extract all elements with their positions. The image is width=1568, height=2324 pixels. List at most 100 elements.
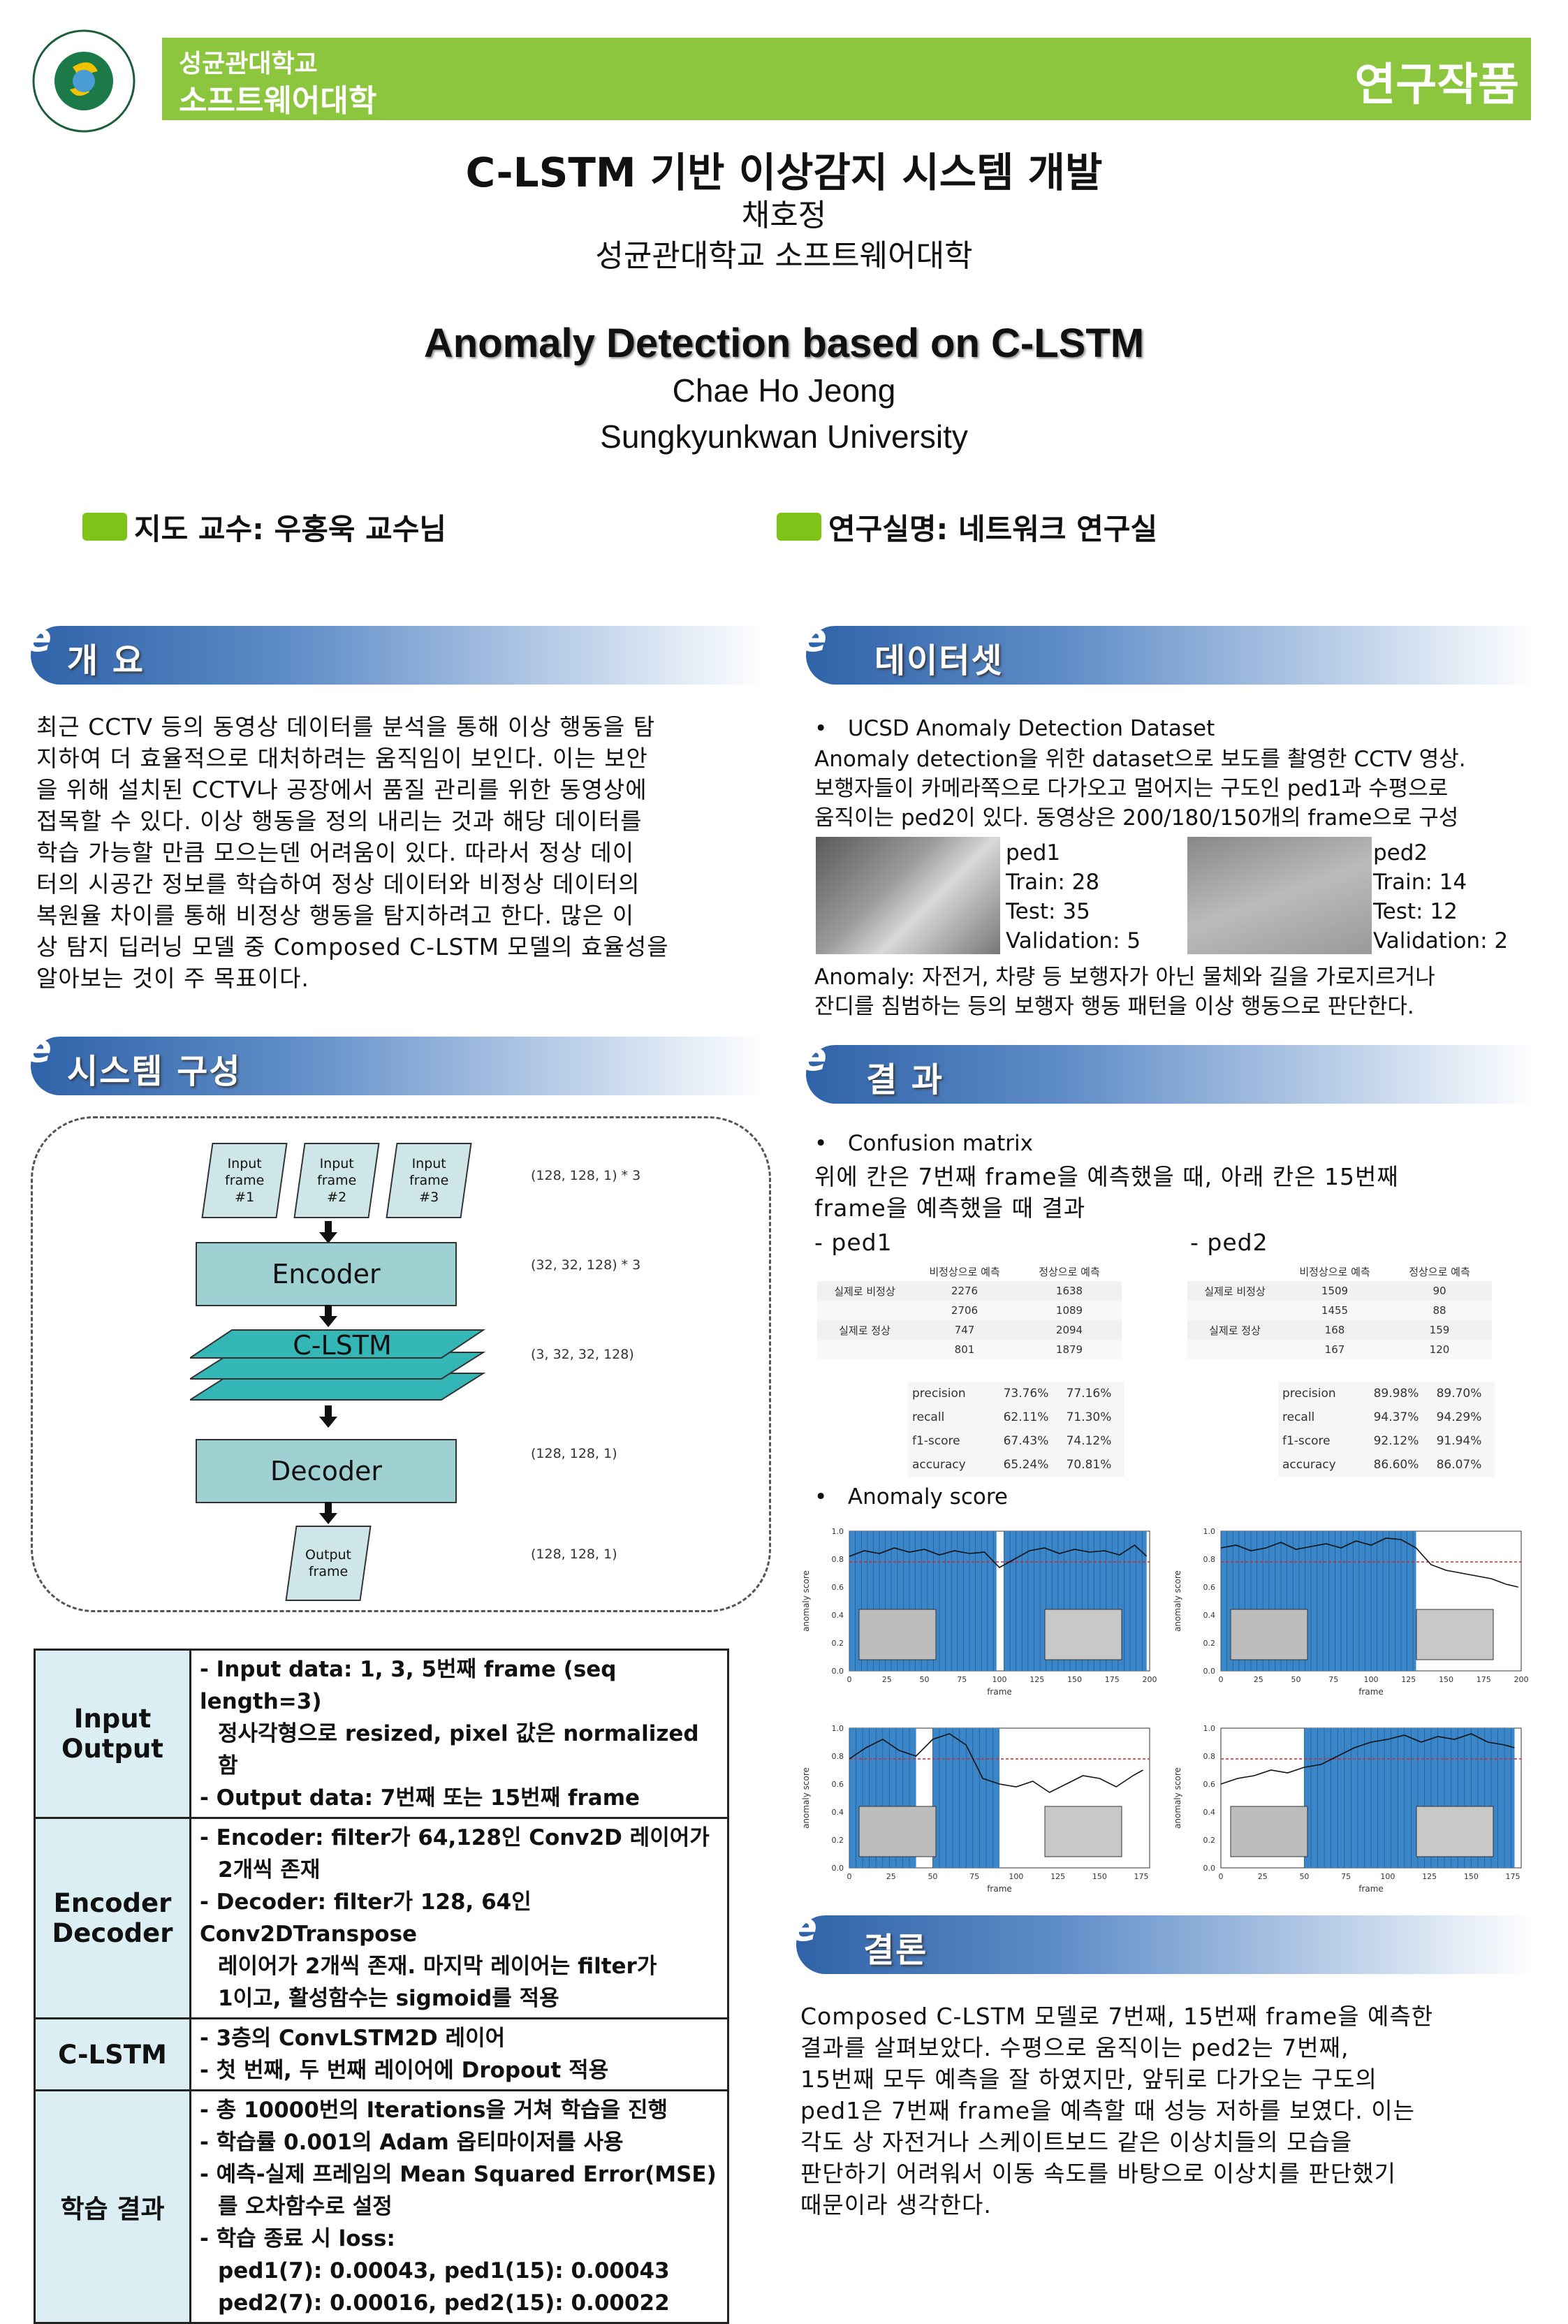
y-tick-label: 0.8 xyxy=(832,1752,844,1761)
metric-value: 94.29% xyxy=(1436,1410,1482,1424)
ped2-sample-image xyxy=(1187,837,1372,954)
matrix-header: 비정상으로 예측 xyxy=(1299,1265,1370,1278)
x-tick-label: 125 xyxy=(1030,1675,1044,1684)
affiliation-korean: 성균관대학교 소프트웨어대학 xyxy=(595,238,973,274)
metrics-row: accuracy 86.60% 86.07% xyxy=(1278,1453,1495,1477)
input-frame-3: Input frame #3 xyxy=(386,1143,472,1218)
conclusion-header xyxy=(796,1915,1537,1974)
results-title: 결 과 xyxy=(866,1060,944,1099)
matrix-header: 정상으로 예측 xyxy=(1039,1265,1100,1278)
lab-name: 연구실명: 네트워크 연구실 xyxy=(828,512,1158,546)
x-tick-label: 150 xyxy=(1067,1675,1082,1684)
metric-name: accuracy xyxy=(1282,1458,1336,1472)
matrix-value: 2706 xyxy=(951,1304,979,1317)
overview-text: 최근 CCTV 등의 동영상 데이터를 분석을 통해 이상 행동을 탐 지하여 … xyxy=(36,713,669,992)
matrix-value: 1638 xyxy=(1055,1285,1083,1297)
y-tick-label: 0.4 xyxy=(1203,1808,1216,1817)
metrics-row: recall 94.37% 94.29% xyxy=(1278,1405,1495,1429)
arrow xyxy=(325,1305,332,1317)
x-axis-label: frame xyxy=(1358,1687,1384,1697)
matrix-row: 실제로 비정상 2276 1638 xyxy=(817,1281,1122,1301)
metric-value: 86.60% xyxy=(1373,1458,1419,1472)
matrix-row-label: 실제로 비정상 xyxy=(834,1285,895,1298)
encoder-block: Encoder xyxy=(196,1242,457,1306)
y-tick-label: 0.4 xyxy=(832,1611,844,1620)
x-tick-label: 100 xyxy=(1009,1872,1023,1881)
arrow-head xyxy=(319,1316,337,1327)
metric-value: 73.76% xyxy=(1003,1387,1049,1401)
x-tick-label: 25 xyxy=(1258,1872,1268,1881)
decoder-block: Decoder xyxy=(196,1439,457,1503)
y-axis-label: anomaly score xyxy=(801,1767,811,1829)
metric-name: recall xyxy=(912,1410,945,1424)
x-tick-label: 50 xyxy=(1291,1675,1301,1684)
y-tick-label: 0.4 xyxy=(832,1808,844,1817)
metric-value: 86.07% xyxy=(1436,1458,1482,1472)
y-tick-label: 0.8 xyxy=(1203,1555,1216,1564)
matrix-value: 159 xyxy=(1429,1324,1450,1336)
x-tick-label: 150 xyxy=(1439,1675,1453,1684)
x-tick-label: 100 xyxy=(992,1675,1007,1684)
frame-thumbnail xyxy=(1044,1806,1122,1857)
metric-value: 94.37% xyxy=(1373,1410,1419,1424)
matrix-value: 1879 xyxy=(1055,1343,1083,1356)
matrix-value: 2276 xyxy=(951,1285,979,1297)
overview-header xyxy=(31,626,765,685)
overview-title: 개 요 xyxy=(67,641,145,680)
x-tick-label: 50 xyxy=(1299,1872,1309,1881)
y-tick-label: 0.0 xyxy=(1203,1667,1216,1676)
x-tick-label: 75 xyxy=(1341,1872,1351,1881)
shape-label: (32, 32, 128) * 3 xyxy=(531,1257,641,1273)
metric-value: 91.94% xyxy=(1436,1434,1482,1448)
x-tick-label: 125 xyxy=(1050,1872,1065,1881)
x-tick-label: 25 xyxy=(1254,1675,1263,1684)
results-bullet-score: • Anomaly score xyxy=(814,1484,1008,1510)
system-title: 시스템 구성 xyxy=(67,1052,242,1091)
x-axis-label: frame xyxy=(987,1884,1012,1894)
matrix-value: 2094 xyxy=(1055,1324,1083,1336)
advisor-marker xyxy=(82,513,127,541)
x-tick-label: 0 xyxy=(1219,1872,1224,1881)
metric-value: 89.70% xyxy=(1436,1387,1482,1401)
score-line xyxy=(849,1733,1143,1793)
metric-name: recall xyxy=(1282,1410,1315,1424)
matrix-value: 1455 xyxy=(1321,1304,1349,1317)
metric-value: 62.11% xyxy=(1003,1410,1049,1424)
y-tick-label: 1.0 xyxy=(1203,1527,1216,1536)
y-tick-label: 1.0 xyxy=(832,1724,844,1733)
x-tick-label: 0 xyxy=(1219,1675,1224,1684)
x-tick-label: 200 xyxy=(1514,1675,1529,1684)
x-tick-label: 75 xyxy=(957,1675,967,1684)
y-tick-label: 0.0 xyxy=(832,1864,844,1873)
university-logo xyxy=(31,28,137,134)
arrow-head xyxy=(319,1417,337,1428)
title-english: Anomaly Detection based on C-LSTM xyxy=(423,321,1145,366)
author-korean: 채호정 xyxy=(741,198,827,233)
y-axis-label: anomaly score xyxy=(801,1570,811,1632)
anomaly-definition: Anomaly: 자전거, 차량 등 보행자가 아닌 물체와 길을 가로지르거나… xyxy=(814,965,1435,1019)
dataset-bullet: • UCSD Anomaly Detection Dataset xyxy=(814,716,1215,741)
y-tick-label: 0.8 xyxy=(832,1555,844,1564)
header-badge: 연구작품 xyxy=(1354,59,1519,111)
arrow xyxy=(325,1405,332,1418)
matrix-value: 168 xyxy=(1324,1324,1345,1336)
x-tick-label: 25 xyxy=(882,1675,892,1684)
y-tick-label: 0.6 xyxy=(1203,1583,1216,1592)
